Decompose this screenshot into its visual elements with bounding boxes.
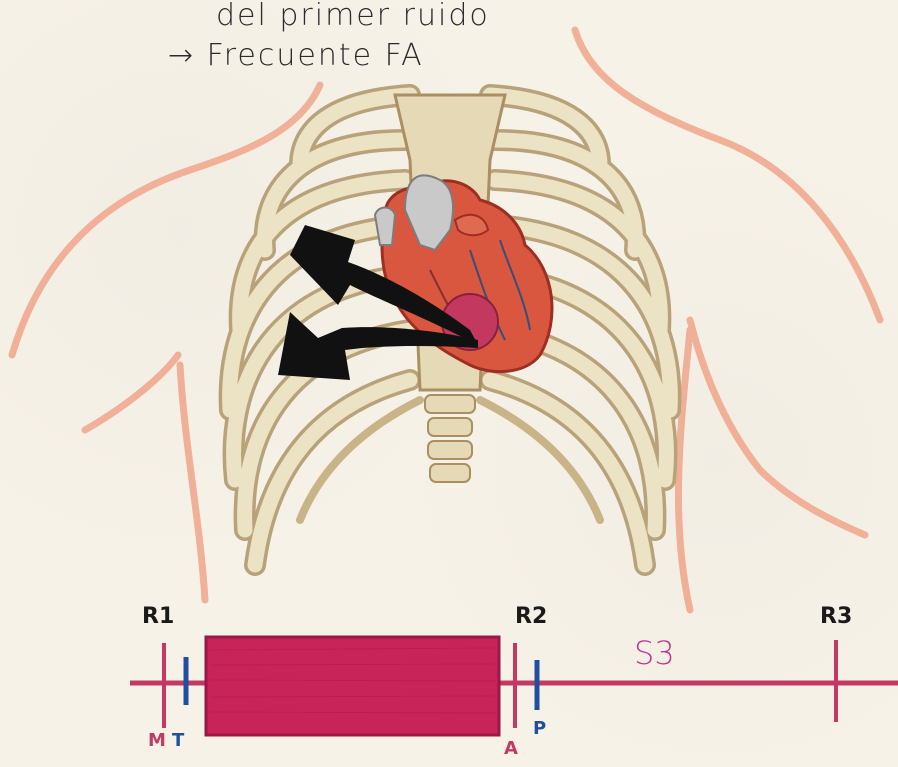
r3-label: R3 [820, 604, 852, 629]
s3-label: S3 [634, 634, 675, 672]
heart-sound-timeline [130, 637, 898, 735]
r2-label: R2 [515, 604, 547, 629]
r1-label: R1 [142, 604, 174, 629]
pulmonary-label: P [533, 718, 546, 739]
tricuspid-label: T [172, 730, 184, 751]
mitral-label: M [148, 730, 166, 751]
aortic-label: A [504, 738, 518, 759]
murmur-bar [206, 637, 499, 735]
